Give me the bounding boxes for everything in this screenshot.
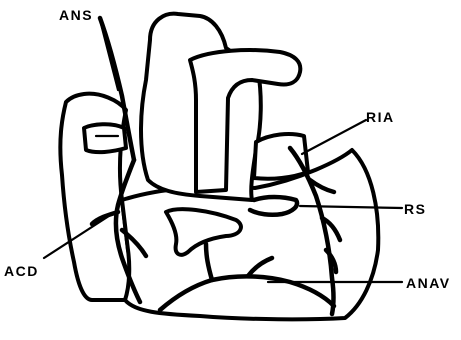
label-ria: RIA <box>366 109 395 125</box>
leader-ans <box>100 20 118 90</box>
auricle-stub <box>84 124 126 152</box>
leader-ria <box>302 120 366 154</box>
label-ans: ANS <box>59 7 93 23</box>
label-acd: ACD <box>4 263 39 279</box>
label-rs: RS <box>404 201 426 217</box>
label-anav: ANAV <box>406 275 451 291</box>
left-appendage-outline <box>254 134 308 179</box>
